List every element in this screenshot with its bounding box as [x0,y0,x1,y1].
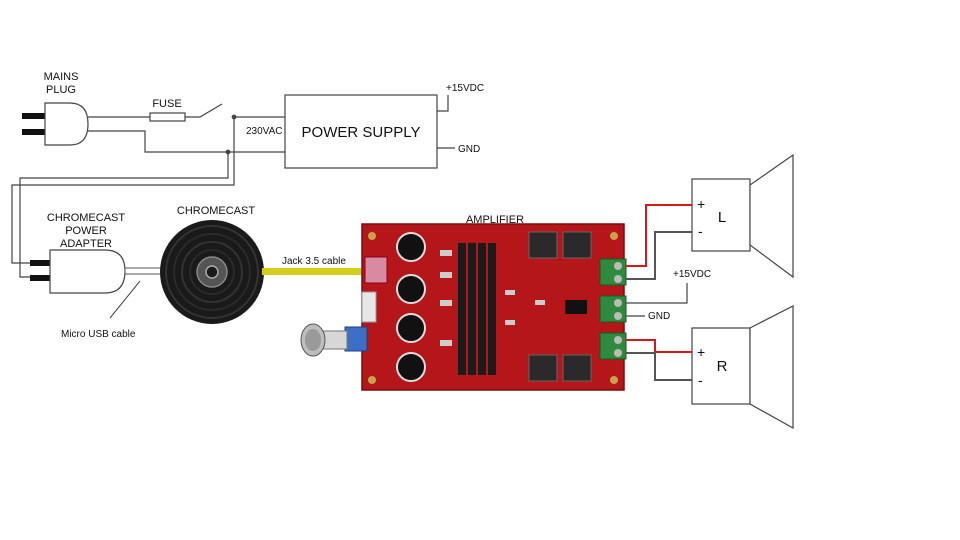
capacitors [396,232,426,382]
speaker-left-minus: - [698,223,703,239]
mains-wires [11,103,285,278]
chromecast-power-adapter: CHROMECAST POWER ADAPTER [30,212,126,294]
amp-positive-label: +15VDC [673,269,711,280]
jack-cable-label: Jack 3.5 cable [282,256,346,267]
speaker-left: + - L [691,153,794,279]
mains-plug: MAINS PLUG [22,71,89,146]
adapter-label-1: CHROMECAST [47,212,126,224]
power-supply: POWER SUPPLY [284,94,438,169]
jack-cable: Jack 3.5 cable [262,256,365,275]
amp-ground-label: GND [648,311,670,322]
adapter-label-2: POWER [65,225,107,237]
chromecast-label: CHROMECAST [177,205,256,217]
fuse: FUSE [149,98,186,122]
speaker-left-label: L [718,209,726,226]
power-input-wires [626,283,688,317]
micro-usb-label: Micro USB cable [61,329,136,340]
speaker-left-plus: + [697,196,705,212]
heatsink [458,243,496,375]
amplifier-label: AMPLIFIER [466,214,524,226]
psu-positive-label: +15VDC [446,83,484,94]
fuse-label: FUSE [152,98,181,110]
speaker-right: + - R [691,305,794,430]
speaker-right-plus: + [697,344,705,360]
psu-ground-label: GND [458,144,480,155]
terminal-blocks [599,258,627,360]
chromecast-device: CHROMECAST [160,205,264,324]
speaker-right-label: R [717,358,728,375]
psu-output-wires [437,95,455,149]
speaker-right-minus: - [698,372,703,388]
mains-plug-label-2: PLUG [46,84,76,96]
adapter-label-3: ADAPTER [60,238,112,250]
voltage-230-label: 230VAC [246,126,283,137]
amplifier-board: AMPLIFIER [361,214,627,391]
left-speaker-wires [626,204,692,280]
power-supply-label: POWER SUPPLY [302,124,421,141]
volume-knob [300,323,368,357]
right-speaker-wires [626,339,692,381]
mains-plug-label-1: MAINS [44,71,79,83]
